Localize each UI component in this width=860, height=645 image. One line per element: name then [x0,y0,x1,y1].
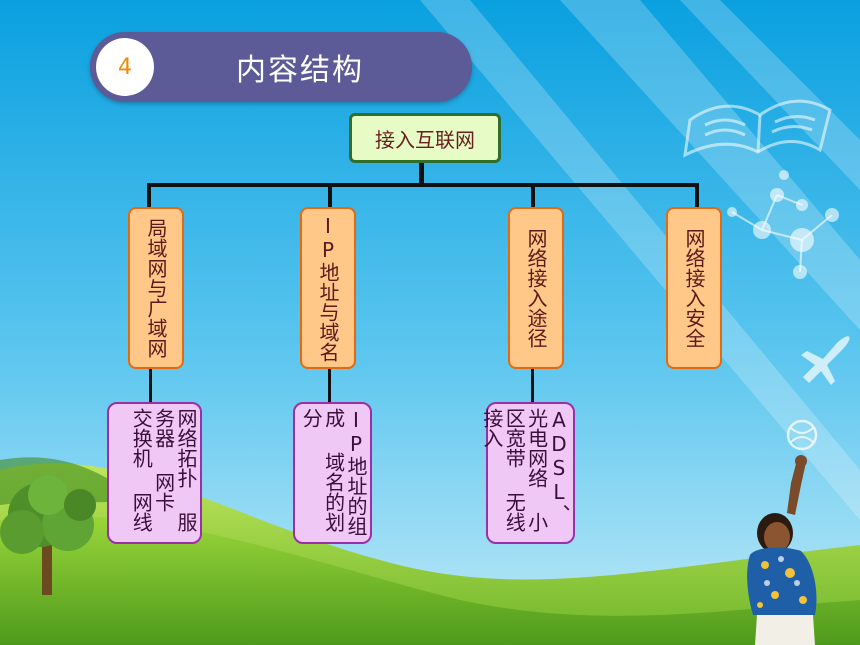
detail-node-access-methods: ADSL、光电网络 小区宽带 无线接入 [480,402,575,544]
ball-icon [786,419,818,451]
molecule-icon [727,170,839,279]
boy-figure-icon [747,455,817,645]
connector-line [419,163,424,185]
root-node: 接入互联网 [349,113,501,163]
connector-line [328,183,332,207]
connector-line [147,183,699,187]
connector-line [328,369,331,402]
connector-line [695,183,699,207]
tree-icon [0,475,96,595]
detail-node-lan-wan: 网络拓扑 服务器 网卡 交换机 网线 [107,402,202,544]
branch-node-access-security: 网络接入安全 [666,207,722,369]
airplane-icon [801,336,850,385]
branch-node-lan-wan: 局域网与广域网 [128,207,184,369]
connector-line [147,183,151,207]
connector-line [531,369,534,402]
page-title: 内容结构 [236,53,364,88]
connector-line [531,183,535,207]
book-icon [683,99,832,158]
branch-node-access-methods: 网络接入途径 [508,207,564,369]
section-number-badge: 4 [96,38,154,96]
detail-node-ip-domain: IP地址的组成 域名的划分 [293,402,372,544]
connector-line [149,369,152,402]
branch-node-ip-domain: IP地址与域名 [300,207,356,369]
